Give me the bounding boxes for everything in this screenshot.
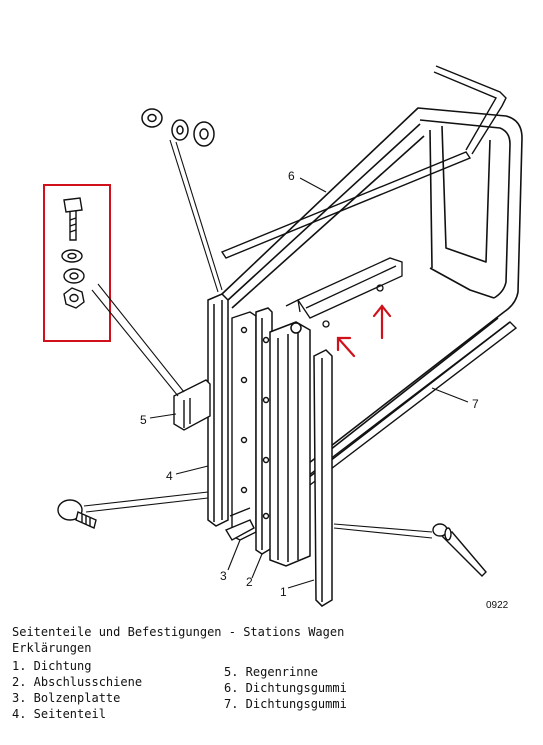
part-label-2: 2 (246, 575, 253, 589)
part-3-bolt-plate (224, 311, 257, 541)
legend-item: 3. Bolzenplatte (12, 691, 121, 705)
highlight-box (43, 184, 111, 342)
part-label-6: 6 (288, 169, 295, 183)
legend-item: 1. Dichtung (12, 659, 92, 673)
exploded-view-drawing: 6 7 5 4 3 2 1 0922 (43, 65, 523, 611)
caption-title: Seitenteile und Befestigungen - Stations… (12, 625, 345, 639)
red-arrow-right (372, 304, 392, 340)
bottom-right-leader (333, 523, 433, 539)
part-label-3: 3 (220, 569, 227, 583)
legend-right: 5. Regenrinne 6. Dichtungsgummi 7. Dicht… (224, 664, 347, 712)
caption-subtitle: Erklärungen (12, 641, 92, 655)
boxed-hardware (61, 197, 85, 309)
part-5-rain-gutter (173, 379, 211, 431)
top-nut-washers (141, 108, 215, 147)
legend-item: 5. Regenrinne (224, 665, 318, 679)
legend-item: 2. Abschlusschiene (12, 675, 143, 689)
part-label-5: 5 (140, 413, 147, 427)
caption: Seitenteile und Befestigungen - Stations… (12, 624, 532, 656)
seal-rubber-top (220, 65, 507, 259)
part-label-7: 7 (472, 397, 479, 411)
channel-profile (269, 321, 311, 567)
part-1-seal (313, 349, 333, 607)
bottom-left-leader (83, 491, 209, 513)
side-frame (221, 107, 523, 479)
box-leader-lines (91, 283, 185, 397)
part-label-1: 1 (280, 585, 287, 599)
figure-number: 0922 (486, 600, 509, 611)
part-4-side-panel (207, 293, 229, 527)
inner-rail (285, 257, 403, 328)
top-leader-lines (169, 139, 223, 293)
red-arrow-left (336, 336, 356, 358)
legend-item: 4. Seitenteil (12, 707, 106, 721)
part-label-4: 4 (166, 469, 173, 483)
legend-item: 7. Dichtungsgummi (224, 697, 347, 711)
bottom-left-bolt (57, 499, 97, 529)
part-number-leaders (149, 177, 469, 589)
legend-left: 1. Dichtung 2. Abschlusschiene 3. Bolzen… (12, 658, 142, 722)
bottom-right-rivet (432, 523, 487, 577)
legend-item: 6. Dichtungsgummi (224, 681, 347, 695)
